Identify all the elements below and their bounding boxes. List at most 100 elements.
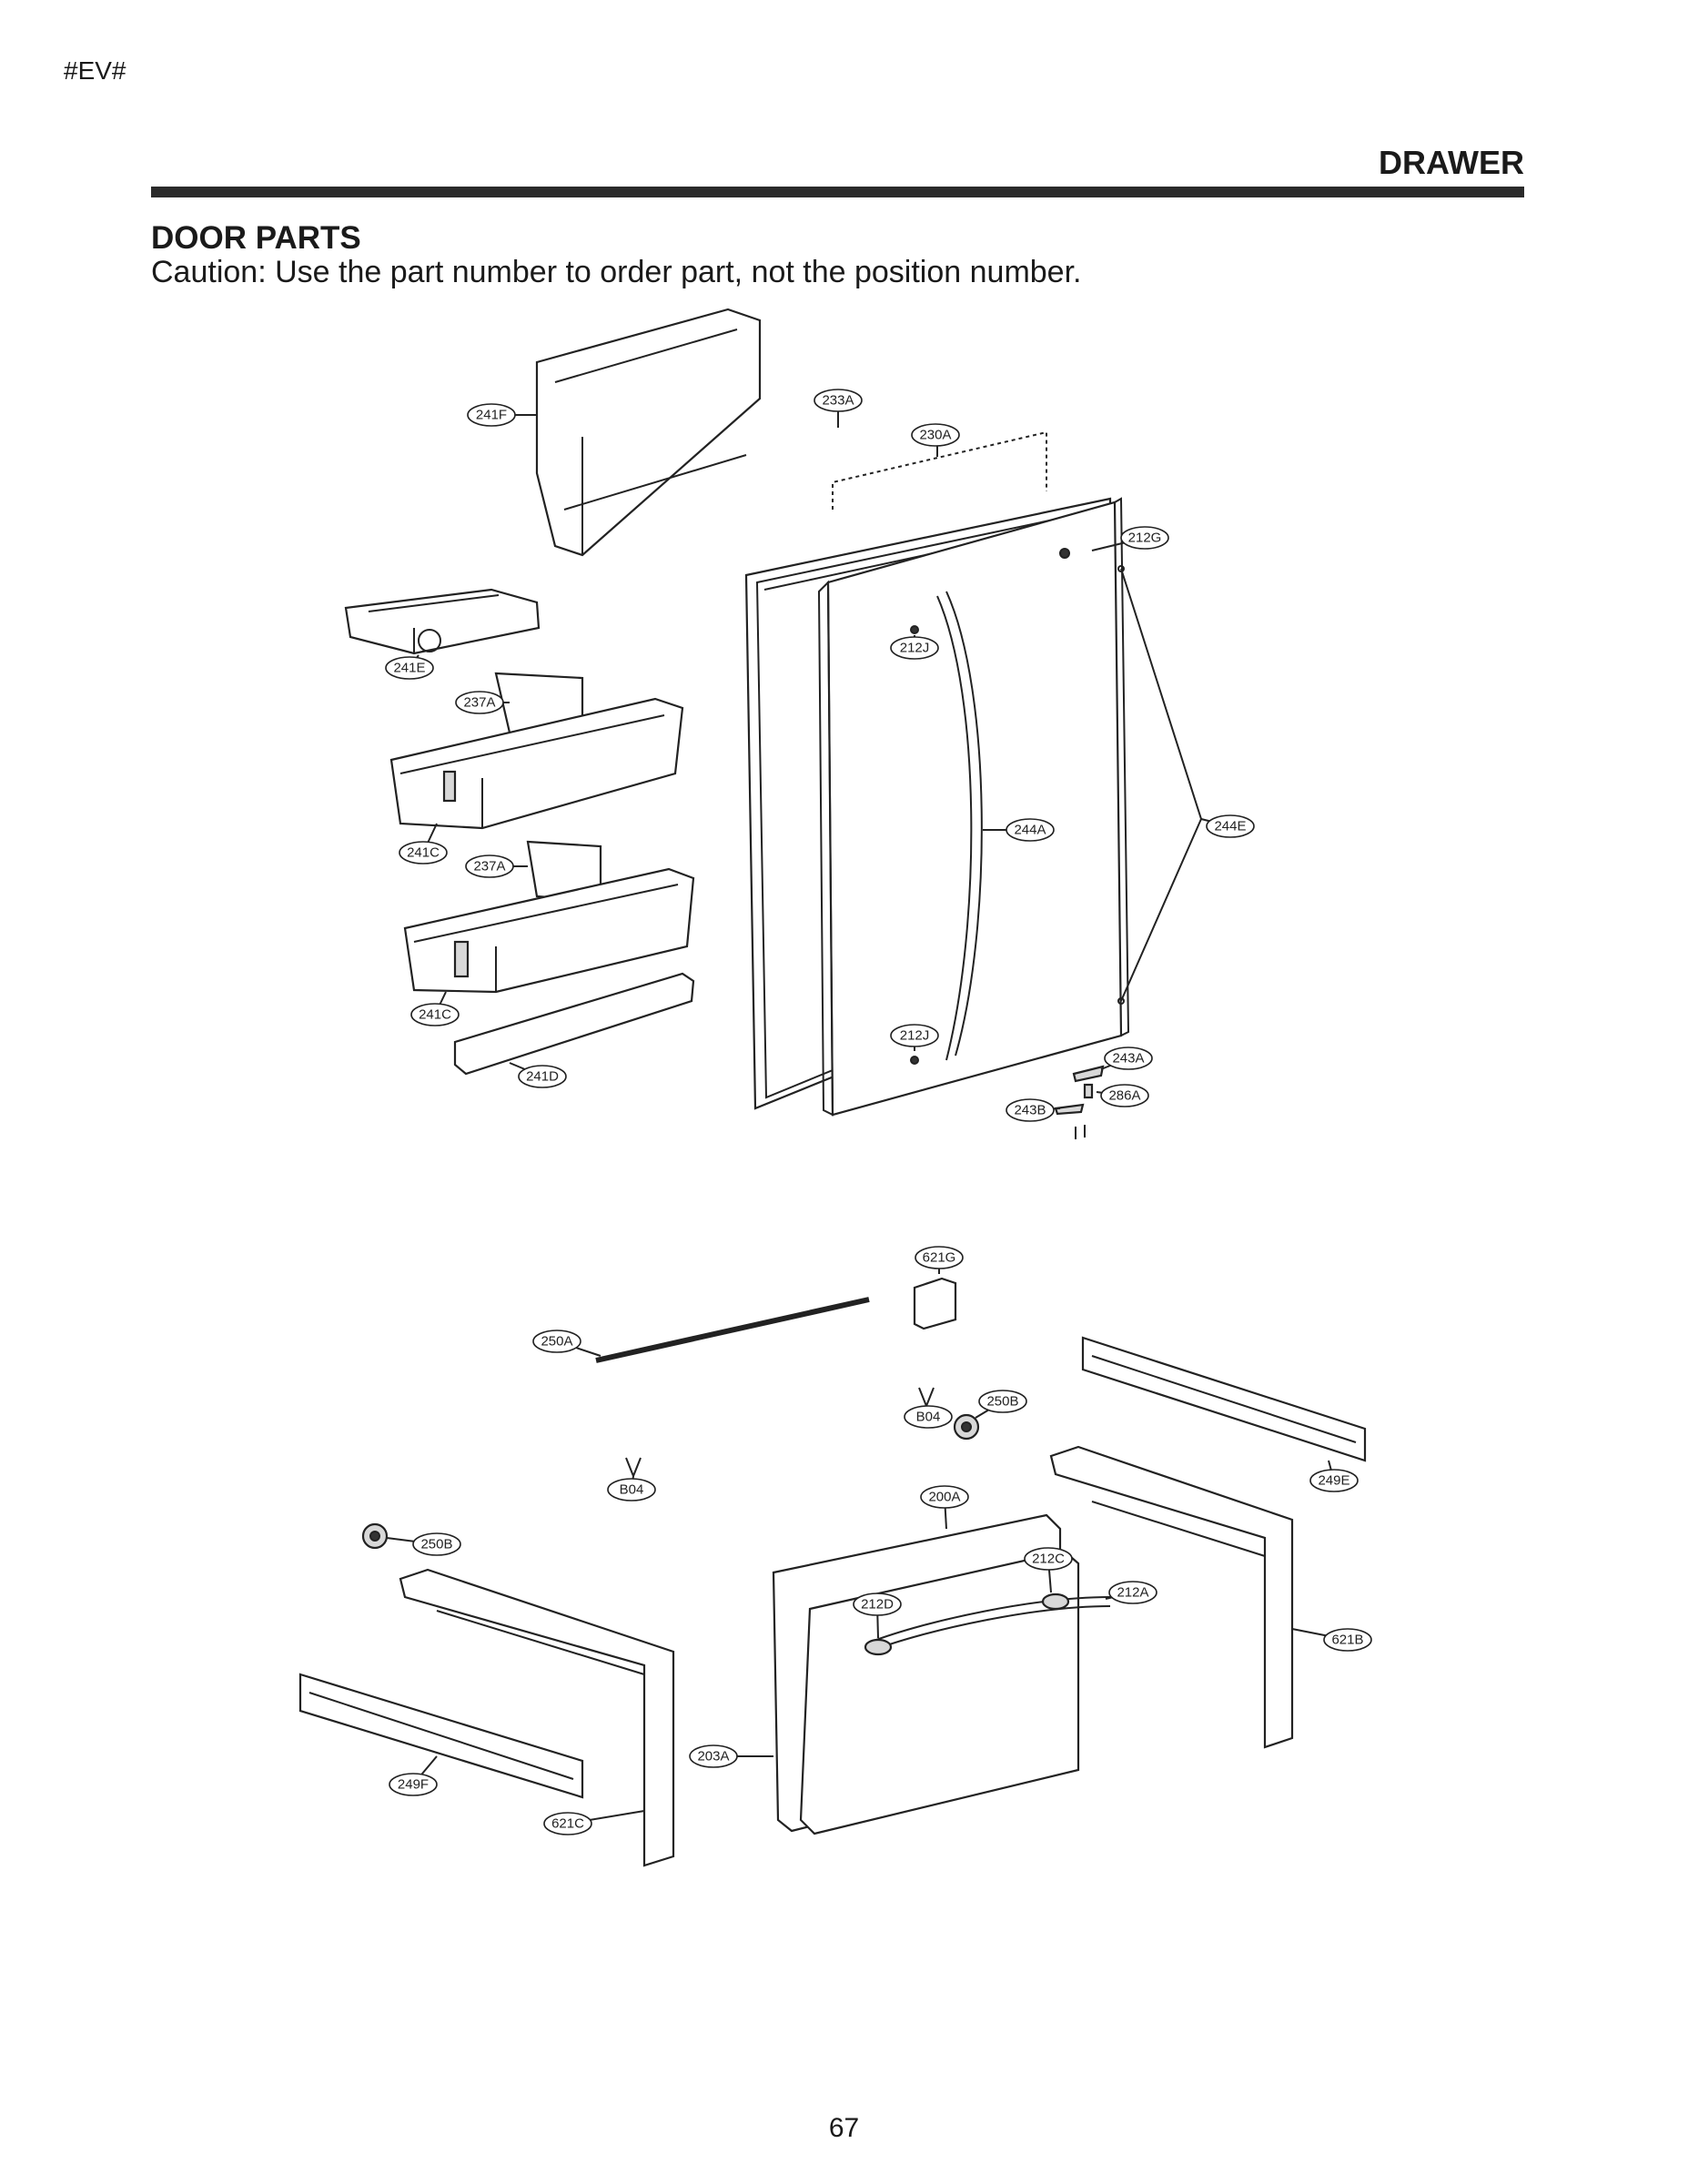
callout-243a: 243A — [1100, 1046, 1153, 1070]
callout-621g: 621G — [915, 1246, 964, 1274]
callout-bubble — [689, 1744, 738, 1768]
callout-label: 244A — [1014, 823, 1046, 838]
callout-bubble — [1024, 1547, 1073, 1571]
callout-label: 203A — [697, 1749, 729, 1764]
callout-bubble — [1006, 1098, 1055, 1122]
callout-label: 200A — [928, 1490, 960, 1505]
callout-bubble — [915, 1246, 964, 1269]
callout-bubble — [911, 423, 960, 447]
callout-label: 212J — [900, 641, 930, 656]
section-title: DRAWER — [1379, 144, 1524, 181]
callout-label: 237A — [473, 859, 505, 875]
callout-250b: 250B — [386, 1532, 461, 1556]
callout-bubble — [1206, 814, 1255, 838]
callout-label: 241F — [476, 408, 507, 423]
callout-label: B04 — [916, 1410, 941, 1425]
callout-bubble — [890, 1024, 939, 1047]
callout-212j: 212J — [890, 1024, 939, 1051]
callout-bubble — [904, 1405, 953, 1429]
callout-bubble — [465, 854, 514, 878]
callout-label: 243B — [1014, 1103, 1046, 1118]
callout-212a: 212A — [1105, 1581, 1157, 1604]
callout-bubble — [412, 1532, 461, 1556]
callout-212d: 212D — [853, 1592, 902, 1639]
callout-249f: 249F — [389, 1755, 438, 1796]
callout-label: 241D — [526, 1069, 559, 1085]
callout-244e: 244E — [1200, 814, 1255, 838]
callout-bubble — [399, 841, 448, 864]
callout-212c: 212C — [1024, 1547, 1073, 1593]
callout-label: 241C — [407, 845, 440, 861]
callout-621b: 621B — [1291, 1628, 1372, 1652]
callout-b04: B04 — [607, 1475, 656, 1502]
callout-bubble — [1100, 1084, 1149, 1107]
caution-note: Caution: Use the part number to order pa… — [151, 255, 1082, 289]
callout-bubble — [455, 691, 504, 714]
door-bins-drawing — [344, 308, 762, 1076]
callout-bubble — [853, 1592, 902, 1616]
callout-237a: 237A — [465, 854, 528, 878]
callout-label: 241C — [419, 1007, 451, 1023]
callout-label: 212A — [1117, 1585, 1148, 1601]
callout-label: 250B — [986, 1394, 1018, 1410]
callout-bubble — [410, 1003, 460, 1026]
callout-b04: B04 — [904, 1405, 953, 1429]
page-title: DOOR PARTS — [151, 220, 361, 256]
document-tag: #EV# — [64, 56, 126, 85]
callout-label: 212D — [861, 1597, 894, 1613]
callout-label: 249F — [398, 1777, 429, 1793]
callout-label: 621B — [1331, 1633, 1363, 1648]
door-panel-drawing — [817, 497, 1130, 1117]
callout-bubble — [920, 1485, 969, 1509]
callout-label: 621C — [551, 1816, 584, 1832]
callout-label: 250B — [420, 1537, 452, 1552]
callout-241d: 241D — [509, 1062, 567, 1088]
callout-bubble — [1323, 1628, 1372, 1652]
callout-bubble — [532, 1330, 581, 1353]
callout-bubble — [607, 1478, 656, 1502]
callout-249e: 249E — [1309, 1460, 1359, 1492]
callout-label: 237A — [463, 695, 495, 711]
callout-label: 212J — [900, 1028, 930, 1044]
callout-bubble — [385, 656, 434, 680]
drawer-front-drawing — [772, 1513, 1111, 1835]
callout-label: 241E — [393, 661, 425, 676]
left-drawer-bracket-drawing — [399, 1568, 675, 1867]
callout-241f: 241F — [467, 403, 537, 427]
callout-bubble — [1309, 1469, 1359, 1492]
callout-233a: 233A — [814, 389, 863, 428]
right-drawer-rail-drawing — [1081, 1336, 1367, 1462]
callout-bubble — [467, 403, 516, 427]
callout-250b: 250B — [975, 1390, 1027, 1419]
header-divider — [151, 187, 1524, 197]
callout-bubble — [518, 1065, 567, 1088]
callout-bubble — [814, 389, 863, 412]
callout-bubble — [543, 1812, 592, 1835]
callout-212g: 212G — [1091, 526, 1169, 551]
callout-label: 249E — [1318, 1473, 1349, 1489]
callout-label: 212C — [1032, 1552, 1065, 1567]
callout-bubble — [978, 1390, 1027, 1413]
callout-bubble — [389, 1773, 438, 1796]
callout-label: 621G — [923, 1250, 956, 1266]
right-drawer-bracket-drawing — [1049, 1445, 1294, 1749]
left-drawer-rail-drawing — [298, 1673, 584, 1799]
callout-237a: 237A — [455, 691, 510, 714]
callout-label: B04 — [620, 1482, 644, 1498]
callout-bubble — [1104, 1046, 1153, 1070]
callout-286a: 286A — [1096, 1084, 1149, 1107]
callout-label: 212G — [1128, 531, 1162, 546]
callout-621c: 621C — [543, 1810, 645, 1835]
callout-241c: 241C — [399, 823, 448, 864]
callout-bubble — [1108, 1581, 1157, 1604]
callout-label: 250A — [541, 1334, 572, 1350]
callout-label: 244E — [1214, 819, 1246, 834]
callout-250a: 250A — [532, 1330, 601, 1357]
callout-244a: 244A — [983, 818, 1055, 842]
callout-bubble — [1120, 526, 1169, 550]
callout-200a: 200A — [920, 1485, 969, 1530]
callout-label: 230A — [919, 428, 951, 443]
callout-bubble — [890, 636, 939, 660]
callout-241e: 241E — [385, 654, 434, 680]
